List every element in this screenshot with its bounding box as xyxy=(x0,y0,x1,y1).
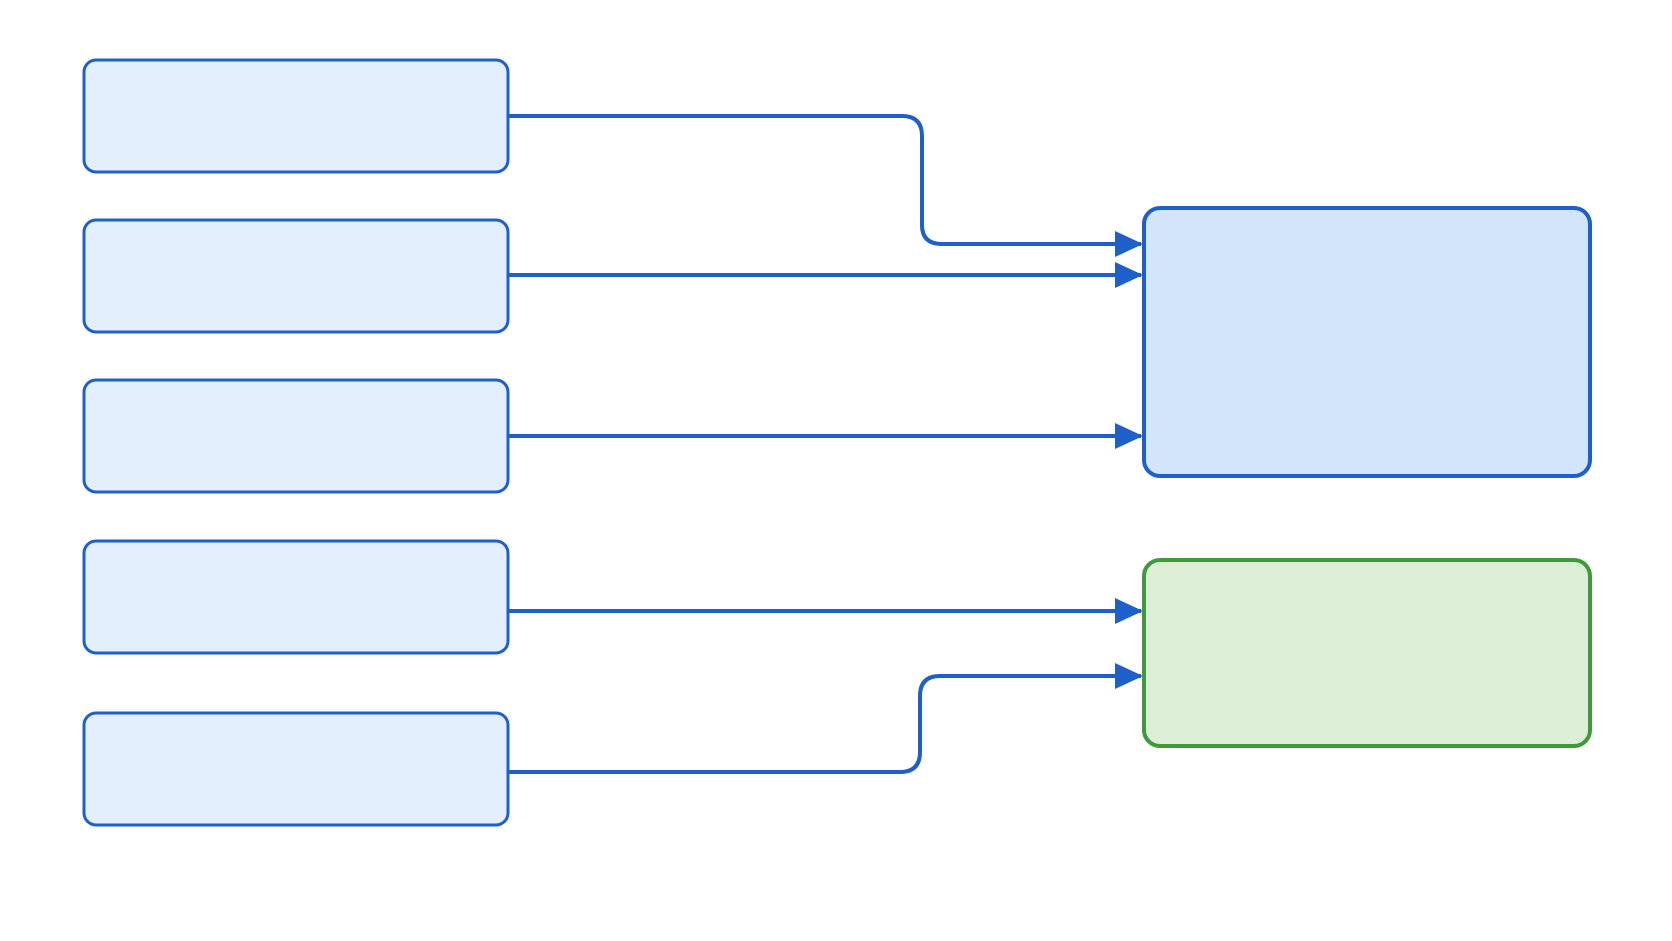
target-box-blue xyxy=(1142,206,1592,478)
source-box-3 xyxy=(82,378,510,494)
source-box-4 xyxy=(82,539,510,655)
edge-source-1-to-target-blue xyxy=(508,114,1143,257)
source-box-5 xyxy=(82,711,510,827)
source-box-1 xyxy=(82,58,510,174)
edge-source-5-to-target-green xyxy=(508,663,1143,774)
source-box-2 xyxy=(82,218,510,334)
target-box-green xyxy=(1142,558,1592,748)
